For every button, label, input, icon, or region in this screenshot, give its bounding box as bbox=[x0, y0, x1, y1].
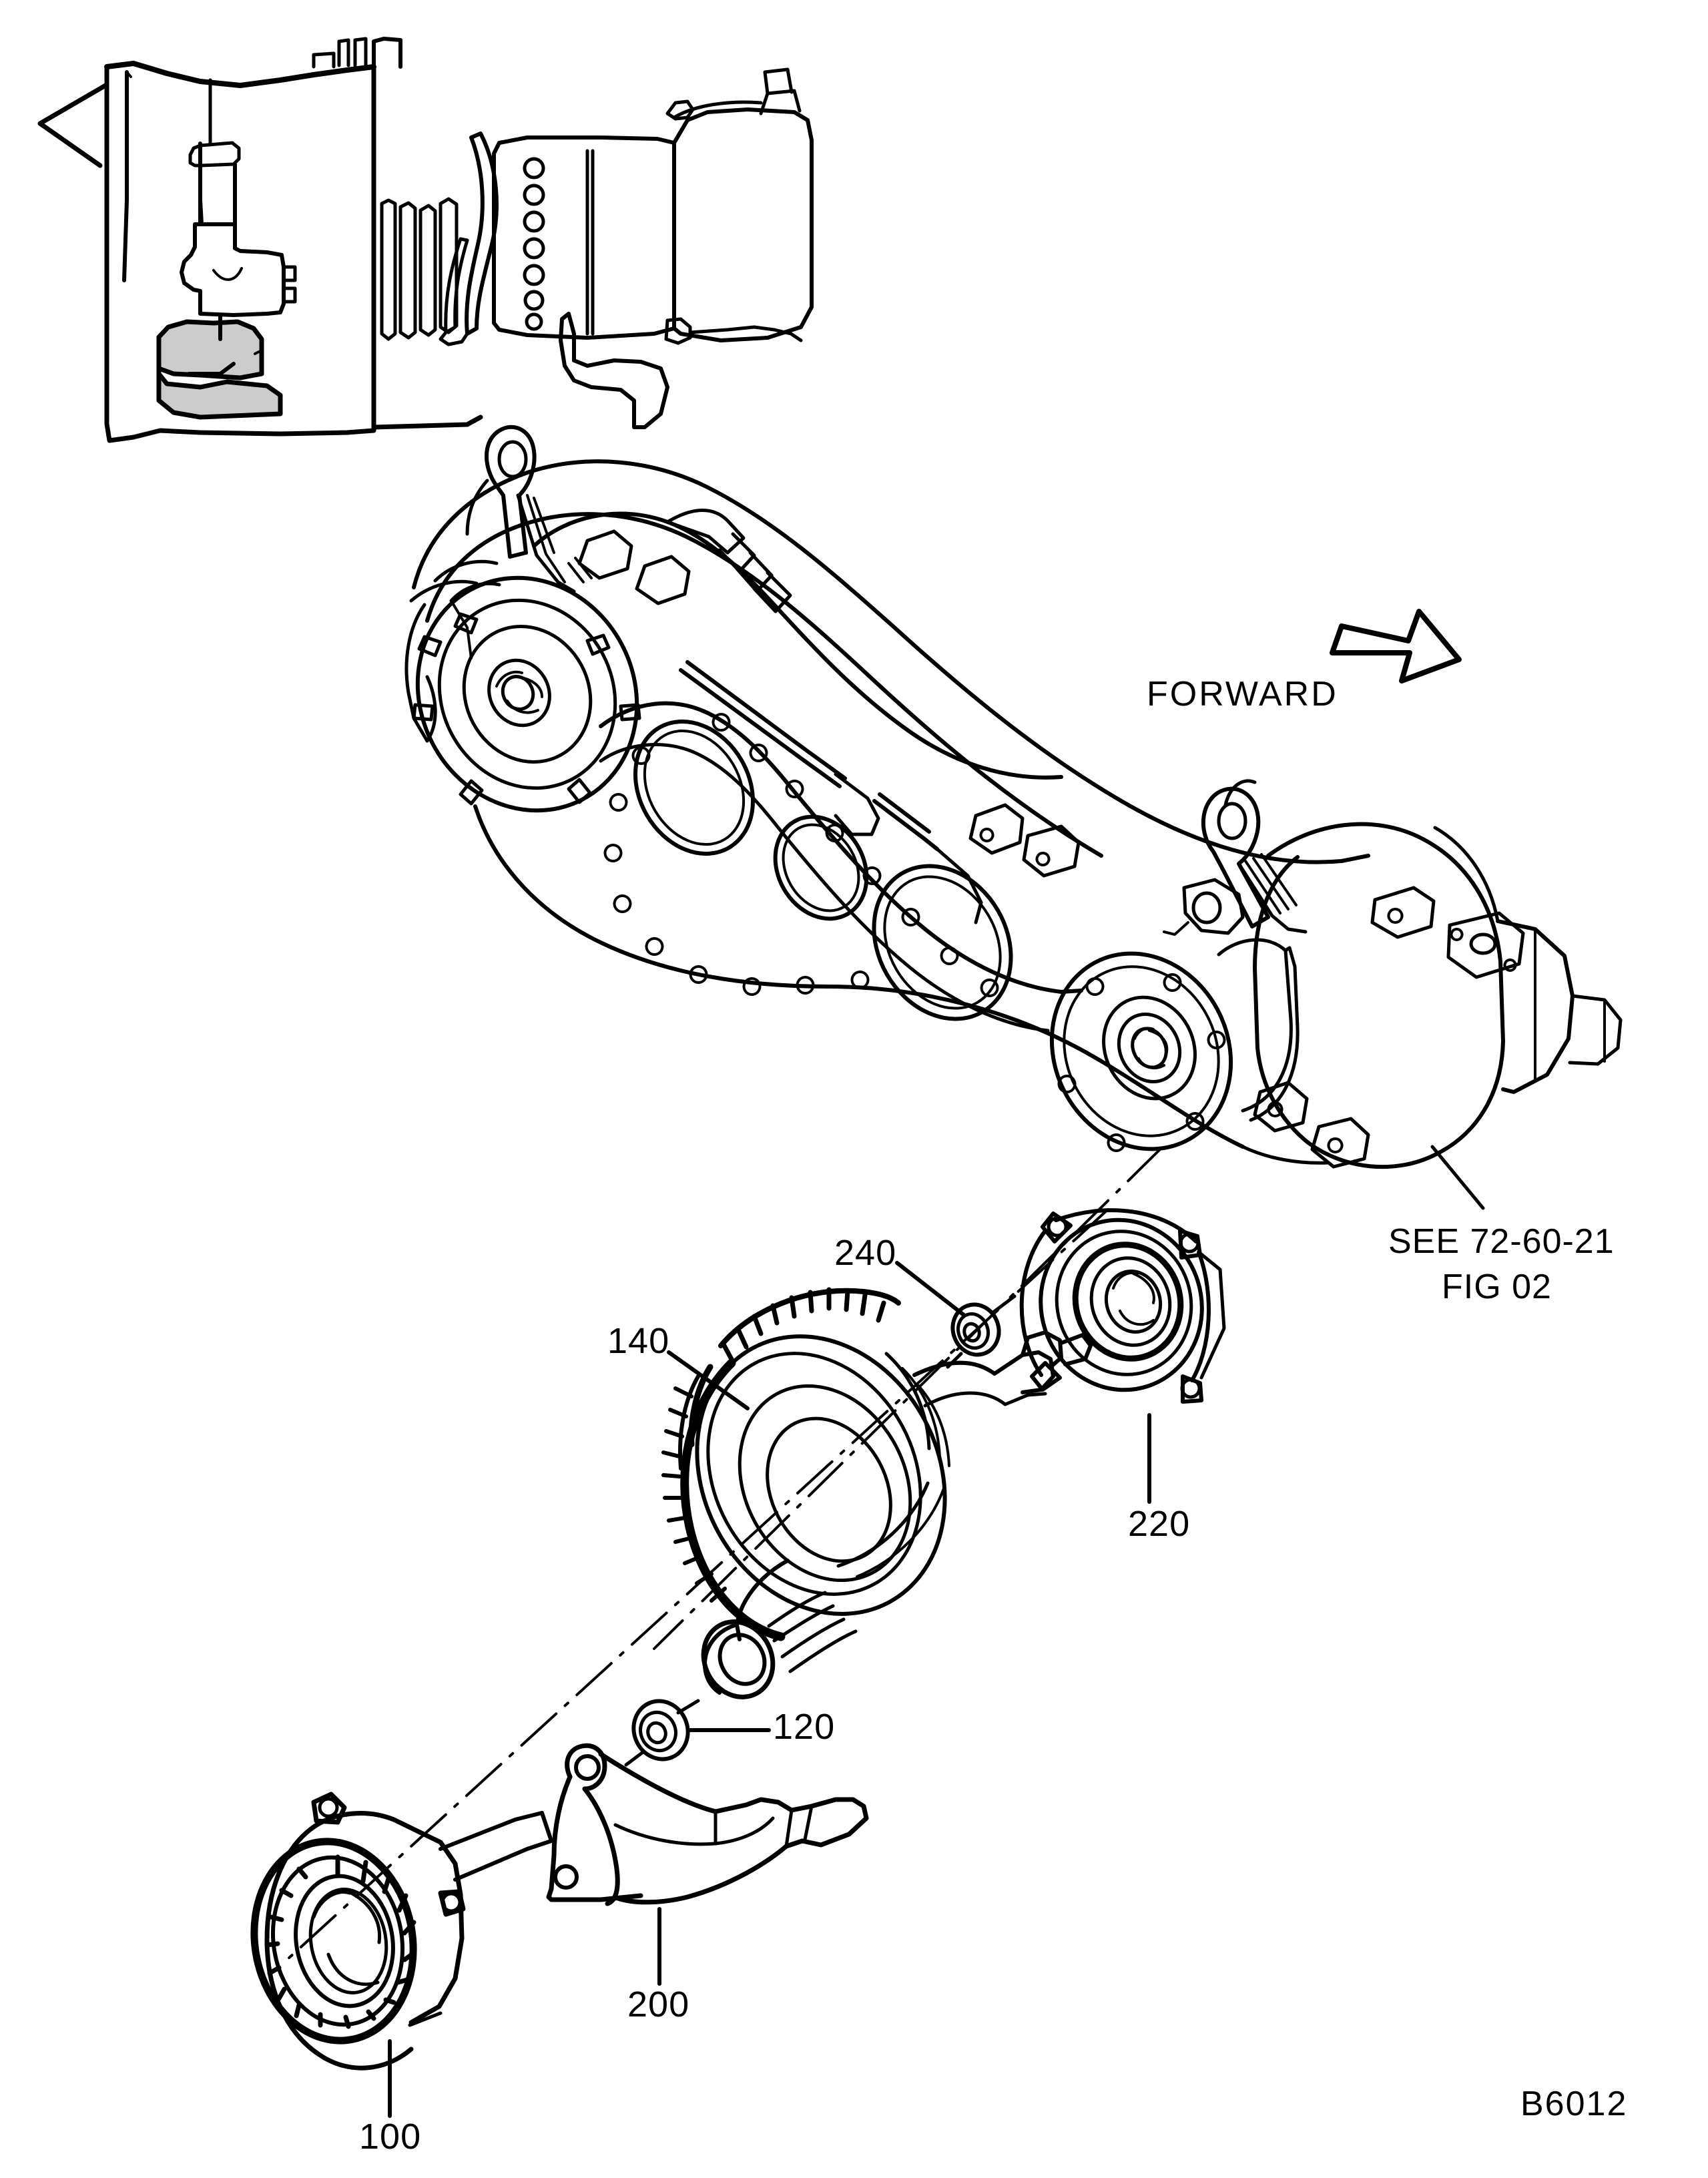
part-100-roller-bearing-housing bbox=[250, 1792, 553, 2071]
callout-240: 240 bbox=[834, 1233, 897, 1273]
cover-port-a bbox=[633, 720, 756, 856]
drive-pad-flange bbox=[1049, 951, 1233, 1152]
leader-240 bbox=[895, 1261, 966, 1317]
part-140-bevel-gear-shaft bbox=[661, 1287, 1093, 1699]
part-120-locknut bbox=[624, 1699, 700, 1767]
callout-120: 120 bbox=[773, 1707, 836, 1747]
callout-100: 100 bbox=[359, 2117, 422, 2157]
drive-flange bbox=[412, 575, 641, 813]
part-200-oil-scoop-bracket bbox=[546, 1743, 869, 1906]
forward-arrow-icon bbox=[1330, 609, 1462, 684]
callout-140: 140 bbox=[607, 1321, 670, 1361]
cover-port-b bbox=[773, 814, 869, 921]
engine-locator-inset bbox=[37, 37, 814, 443]
callout-leaders bbox=[388, 1261, 1151, 2118]
lifting-lug-left bbox=[465, 425, 537, 559]
reference-note-line2: FIG 02 bbox=[1442, 1268, 1552, 1306]
forward-label: FORWARD bbox=[1147, 675, 1338, 714]
callout-200: 200 bbox=[627, 1984, 690, 2024]
lifting-lug-right bbox=[1223, 779, 1257, 807]
reference-note-line1: SEE 72-60-21 bbox=[1388, 1222, 1615, 1261]
leader-140 bbox=[667, 1350, 750, 1410]
figure-code: B6012 bbox=[1520, 2085, 1628, 2123]
assembly-centerline bbox=[286, 1147, 1163, 1961]
accessory-gearbox-housing bbox=[404, 425, 1623, 1210]
part-240-retaining-nut bbox=[946, 1294, 1017, 1369]
callout-220: 220 bbox=[1128, 1504, 1191, 1544]
cover-port-c bbox=[872, 864, 1013, 1021]
